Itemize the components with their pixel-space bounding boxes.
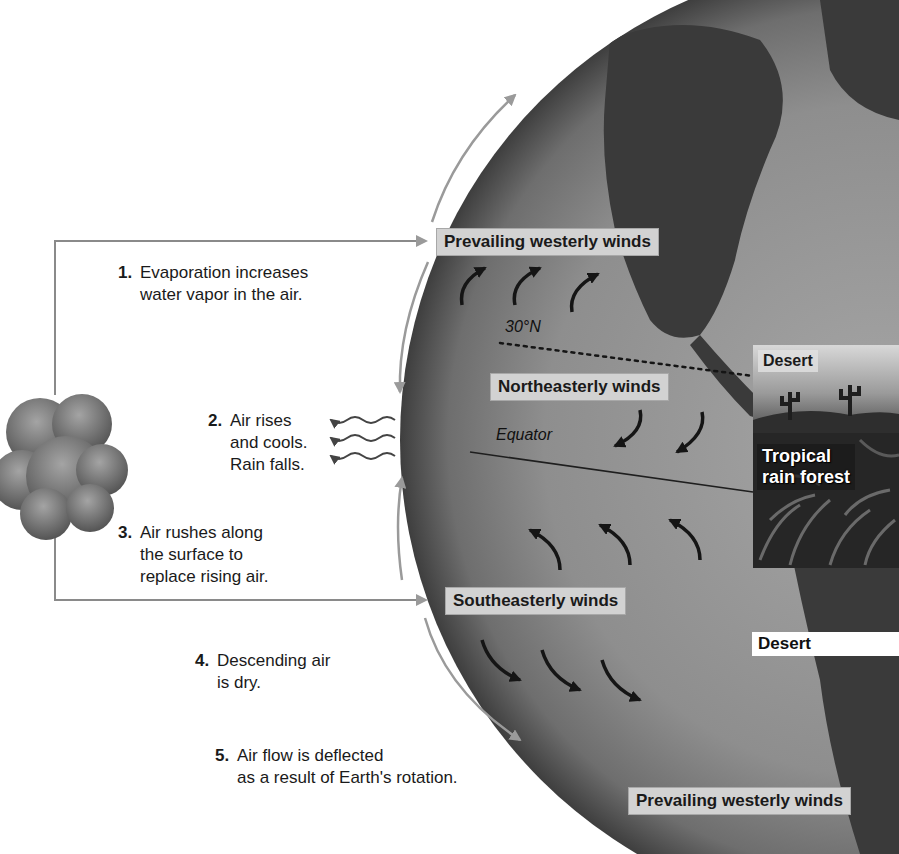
region-label: Desert — [758, 350, 818, 372]
wind-arrow — [615, 410, 641, 446]
circulation-arrow — [425, 618, 520, 740]
wavy-arrow — [331, 417, 395, 423]
wind-arrow — [514, 268, 540, 305]
desert-dunes — [753, 411, 899, 433]
latitude-line — [500, 343, 753, 376]
wind-label: Northeasterly winds — [490, 373, 669, 401]
label-text: Prevailing westerly winds — [636, 791, 843, 811]
label-text: Desert — [763, 351, 813, 371]
callout-number: 1. — [118, 262, 132, 284]
callout-text: Air rushes along the surface to replace … — [140, 522, 269, 588]
leaves — [760, 490, 895, 565]
callout-number: 4. — [195, 650, 209, 672]
continents — [604, 0, 899, 854]
callout-number: 5. — [215, 745, 229, 767]
circulation-arrow — [400, 262, 428, 392]
label-text: Tropical rain forest — [762, 446, 850, 488]
circulation-arrow — [432, 95, 515, 222]
callout-number: 2. — [208, 410, 222, 432]
cactus — [782, 392, 798, 420]
wind-arrows — [461, 268, 702, 700]
north-america — [604, 25, 783, 338]
wind-arrow — [572, 274, 598, 312]
label-text: Southeasterly winds — [453, 591, 618, 611]
wavy-arrow — [331, 435, 395, 441]
wind-arrow — [530, 530, 560, 570]
cloud-puff — [66, 484, 114, 532]
rain-cloud — [0, 394, 128, 540]
wavy-arrow — [331, 453, 395, 459]
wind-arrow — [482, 640, 520, 680]
callout-text: Evaporation increases water vapor in the… — [140, 262, 308, 306]
equator-line — [470, 452, 753, 492]
label-text: Prevailing westerly winds — [444, 232, 651, 252]
wind-arrow — [542, 650, 580, 690]
rising-air-arrows — [331, 417, 395, 459]
greenland — [820, 0, 899, 120]
callout-text: Descending air is dry. — [217, 650, 330, 694]
circulation-arrow — [398, 478, 402, 580]
earth-globe — [400, 0, 899, 854]
latitude-label: 30°N — [505, 316, 541, 338]
region-label: Desert — [752, 632, 899, 656]
label-text: Desert — [758, 634, 893, 654]
callout-text: Air rises and cools. Rain falls. — [230, 410, 308, 476]
rain-forest-photo — [753, 433, 899, 568]
wind-label: Prevailing westerly winds — [436, 228, 659, 256]
label-text: Northeasterly winds — [498, 377, 661, 397]
wind-arrow — [600, 525, 630, 565]
latitude-label: Equator — [496, 424, 552, 446]
desert-photo — [753, 345, 899, 433]
cloud-puff — [20, 488, 72, 540]
wind-label: Southeasterly winds — [445, 587, 626, 615]
wind-label: Prevailing westerly winds — [628, 787, 851, 815]
wind-arrow — [602, 660, 640, 700]
circulation-arrows — [398, 95, 520, 740]
wind-arrow — [461, 268, 485, 305]
photo-ground — [753, 345, 899, 433]
callout-text: Air flow is deflected as a result of Ear… — [237, 745, 458, 789]
photo-ground — [753, 433, 899, 568]
bracket-line — [55, 241, 426, 395]
region-label: Tropical rain forest — [757, 444, 855, 490]
cactus — [841, 385, 859, 416]
wind-arrow — [677, 412, 703, 452]
callout-number: 3. — [118, 522, 132, 544]
wind-arrow — [670, 520, 700, 560]
